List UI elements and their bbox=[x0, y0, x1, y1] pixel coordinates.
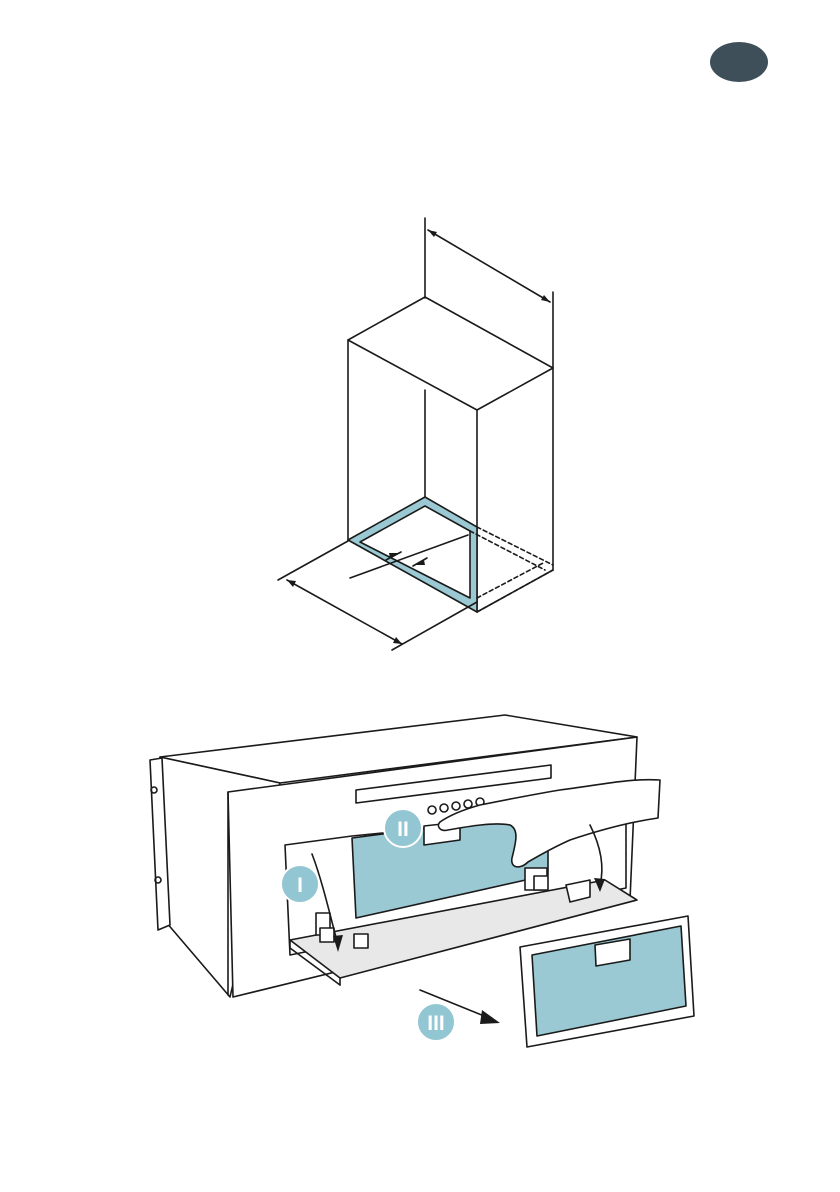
step-marker-2-label: II bbox=[397, 818, 409, 841]
language-badge bbox=[710, 42, 768, 82]
hinge-right bbox=[525, 868, 548, 890]
step-marker-1-label: I bbox=[297, 874, 303, 897]
step-marker-3: III bbox=[417, 1003, 455, 1041]
base-projection-dashed bbox=[470, 527, 553, 612]
step-marker-2: II bbox=[384, 809, 422, 847]
hood-filter-removal-diagram: I II III bbox=[140, 710, 700, 1070]
removed-filter bbox=[520, 916, 694, 1047]
step-marker-3-label: III bbox=[427, 1012, 445, 1035]
cabinet-box bbox=[348, 297, 553, 612]
step-marker-1: I bbox=[281, 865, 319, 903]
cabinet-diagram bbox=[270, 210, 570, 660]
top-width-dimension bbox=[425, 218, 553, 368]
